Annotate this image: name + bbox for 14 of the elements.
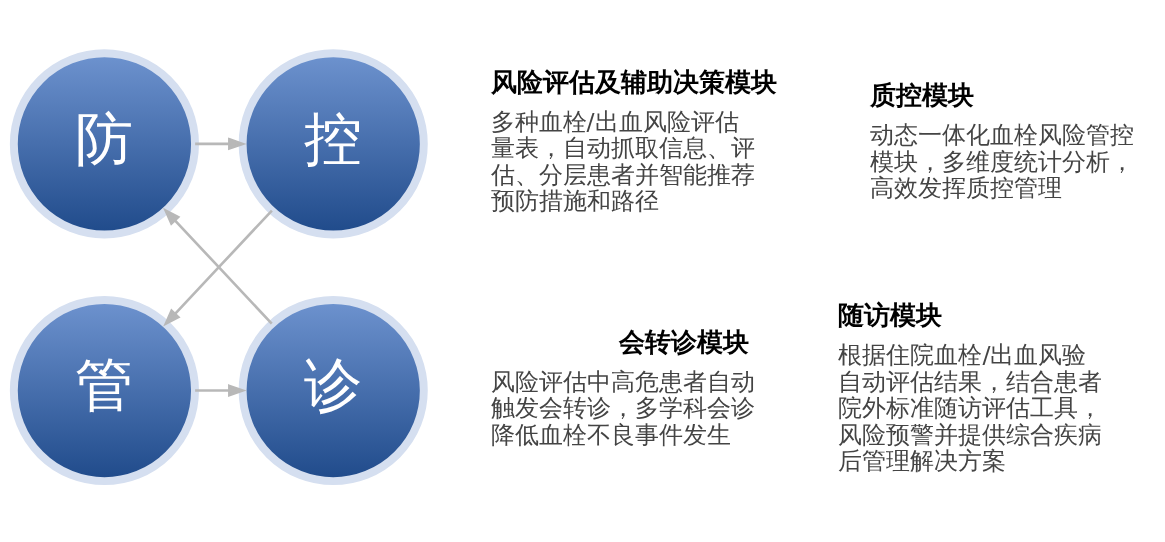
node-circle: 管 [9, 295, 199, 485]
node-circle: 控 [238, 48, 428, 238]
arrow [195, 383, 247, 397]
label: 多种血栓/出血风险评估量表，自动抓取信息、评估、分层患者并智能推荐预防措施和路径 [490, 107, 755, 215]
label: 随访模块 [838, 298, 943, 330]
label: 质控模块 [870, 78, 975, 110]
label: 风险评估及辅助决策模块 [490, 65, 777, 97]
node-circle: 防 [9, 48, 199, 238]
label: 动态一体化血栓风险管控模块，多维度统计分析，高效发挥质控管理 [870, 120, 1135, 202]
label: 根据住院血栓/出血风验自动评估结果，结合患者院外标准随访评估工具，风险预警并提供综合疾病后管理解决方案 [838, 340, 1103, 475]
node-circle: 诊 [238, 295, 428, 485]
arrow [195, 136, 247, 150]
label: 风险评估中高危患者自动触发会转诊，多学科会诊降低血栓不良事件发生 [490, 367, 755, 449]
label: 会转诊模块 [618, 325, 749, 357]
